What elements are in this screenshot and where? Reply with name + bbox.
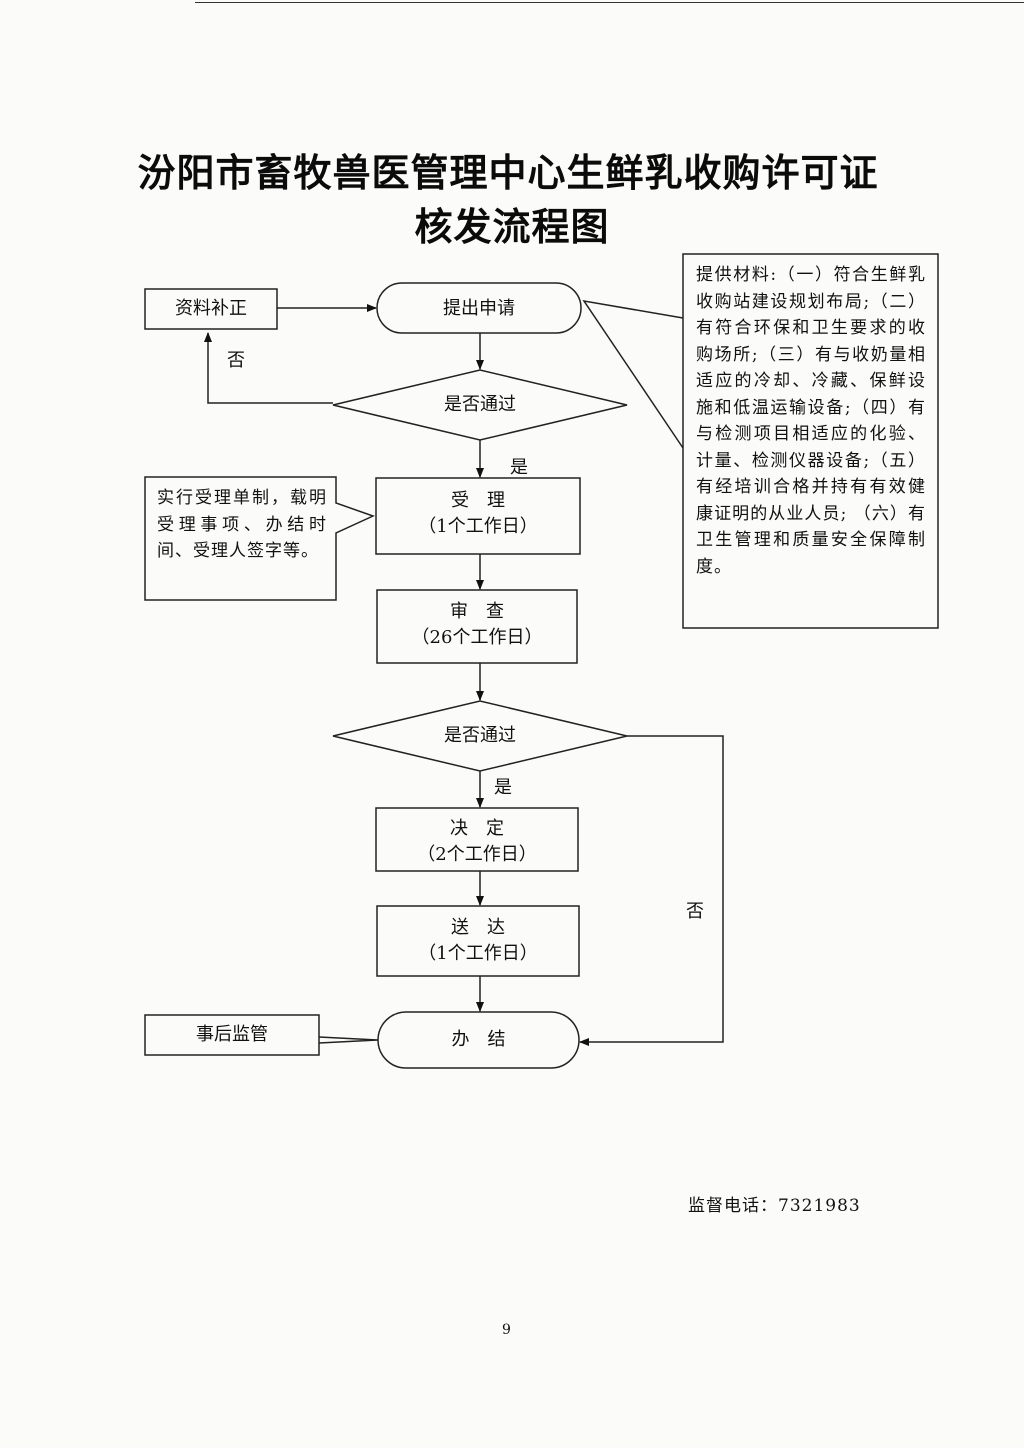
decide-days: （2个工作日） — [417, 844, 537, 865]
accept-title: 受 理 — [451, 490, 505, 511]
check2-label: 是否通过 — [444, 725, 516, 746]
check1-diamond — [332, 369, 628, 441]
arrow-check2-no-to-finish — [579, 735, 724, 1046]
supplement-box — [144, 288, 278, 330]
phone-number: 7321983 — [778, 1196, 861, 1216]
check2-yes-label: 是 — [494, 777, 512, 798]
page-number: 9 — [502, 1322, 512, 1338]
deliver-days: （1个工作日） — [418, 943, 538, 964]
supplement-label: 资料补正 — [175, 298, 247, 319]
check1-label: 是否通过 — [444, 394, 516, 415]
accept-note-text: 实行受理单制，载明受理事项、办结时间、受理人签字等。 — [157, 488, 327, 561]
decide-title: 决 定 — [450, 818, 504, 839]
accept-note-callout — [144, 476, 375, 601]
accept-box — [375, 477, 581, 555]
check2-no-label: 否 — [686, 901, 704, 922]
check1-yes-label: 是 — [510, 457, 528, 478]
deliver-box — [376, 905, 580, 977]
apply-terminal — [376, 282, 582, 334]
review-title: 审 查 — [450, 601, 504, 622]
supervise-callout-pointer — [318, 1036, 379, 1044]
check1-no-label: 否 — [227, 350, 245, 371]
apply-label: 提出申请 — [443, 298, 515, 319]
phone-label: 监督电话： — [688, 1196, 778, 1216]
review-days: （26个工作日） — [411, 627, 543, 648]
supervision-phone: 监督电话：7321983 — [688, 1191, 861, 1216]
materials-note-box — [682, 253, 939, 629]
supervise-box — [144, 1014, 320, 1056]
deliver-title: 送 达 — [451, 917, 505, 938]
supervise-label: 事后监管 — [196, 1024, 268, 1045]
page-title-line1: 汾阳市畜牧兽医管理中心生鲜乳收购许可证 — [137, 150, 879, 195]
accept-days: （1个工作日） — [418, 516, 538, 537]
arrow-check1-no-to-supplement — [204, 332, 333, 404]
materials-callout-pointer — [582, 299, 684, 449]
review-box — [376, 589, 578, 664]
materials-note-text: 提供材料:（一）符合生鲜乳收购站建设规划布局;（二）有符合环保和卫生要求的收购场… — [696, 265, 926, 577]
finish-label: 办 结 — [451, 1029, 506, 1050]
decide-box — [375, 807, 579, 872]
page-title-line2: 核发流程图 — [414, 204, 610, 249]
top-border-line — [195, 2, 1024, 3]
